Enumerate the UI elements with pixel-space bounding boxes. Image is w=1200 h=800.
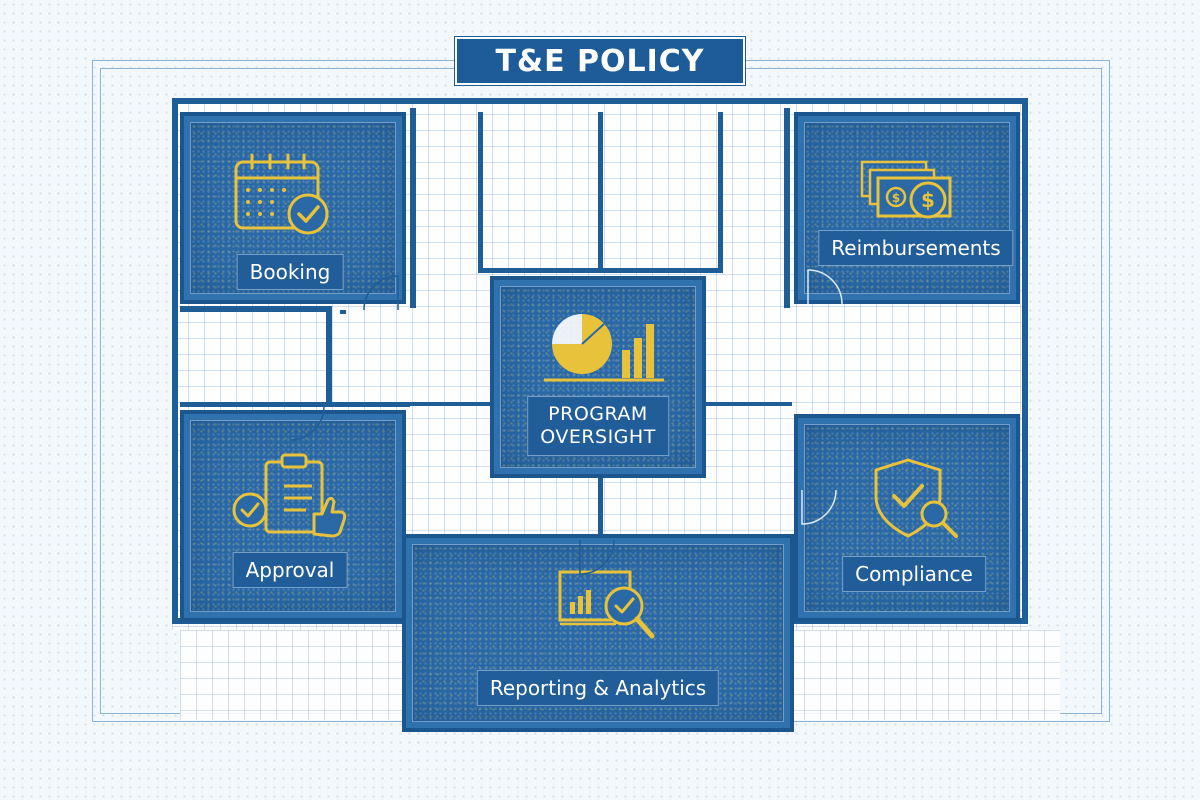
corridor-wall xyxy=(180,402,410,407)
door-arc xyxy=(289,405,325,441)
room-reimbursements[interactable]: $ $ Reimbursements xyxy=(794,112,1020,305)
room-program-oversight[interactable]: PROGRAM OVERSIGHT xyxy=(490,276,706,478)
door-arc xyxy=(579,539,615,575)
door-arc xyxy=(807,269,843,305)
corridor-wall xyxy=(180,306,330,312)
corridor-wall xyxy=(598,112,603,272)
corridor-wall xyxy=(706,402,792,406)
chart-magnifier-icon xyxy=(558,570,655,639)
room-label-booking: Booking xyxy=(236,254,344,290)
room-label-reimbursements: Reimbursements xyxy=(818,230,1014,266)
corridor-wall xyxy=(340,310,346,314)
page-title: T&E POLICY xyxy=(495,43,705,79)
label-line-1: PROGRAM xyxy=(548,403,648,425)
corridor-wall xyxy=(478,268,723,273)
calendar-check-icon xyxy=(234,153,329,235)
page-title-banner: T&E POLICY xyxy=(454,36,746,86)
pie-bar-chart-icon xyxy=(544,314,664,382)
corridor-wall xyxy=(478,112,483,272)
clipboard-thumbs-up-icon xyxy=(232,453,347,538)
room-booking[interactable]: Booking xyxy=(180,112,406,304)
room-label-compliance: Compliance xyxy=(842,556,986,592)
corridor-wall xyxy=(598,478,603,534)
svg-text:$: $ xyxy=(921,188,935,212)
corridor-wall xyxy=(784,108,790,308)
room-compliance[interactable]: Compliance xyxy=(794,414,1020,622)
corridor-wall xyxy=(410,108,416,308)
door-arc xyxy=(801,489,837,525)
corridor-wall xyxy=(718,112,723,272)
room-label-reporting-analytics: Reporting & Analytics xyxy=(476,670,720,706)
svg-text:$: $ xyxy=(892,191,900,205)
room-approval[interactable]: Approval xyxy=(180,410,406,622)
room-label-program-oversight: PROGRAM OVERSIGHT xyxy=(527,396,669,456)
corridor-wall xyxy=(410,402,490,406)
label-line-2: OVERSIGHT xyxy=(540,425,656,448)
shield-check-search-icon xyxy=(874,458,958,538)
corridor-wall xyxy=(326,306,332,406)
door-arc xyxy=(363,275,399,311)
room-label-approval: Approval xyxy=(232,552,348,588)
money-coins-icon: $ $ xyxy=(860,160,952,219)
